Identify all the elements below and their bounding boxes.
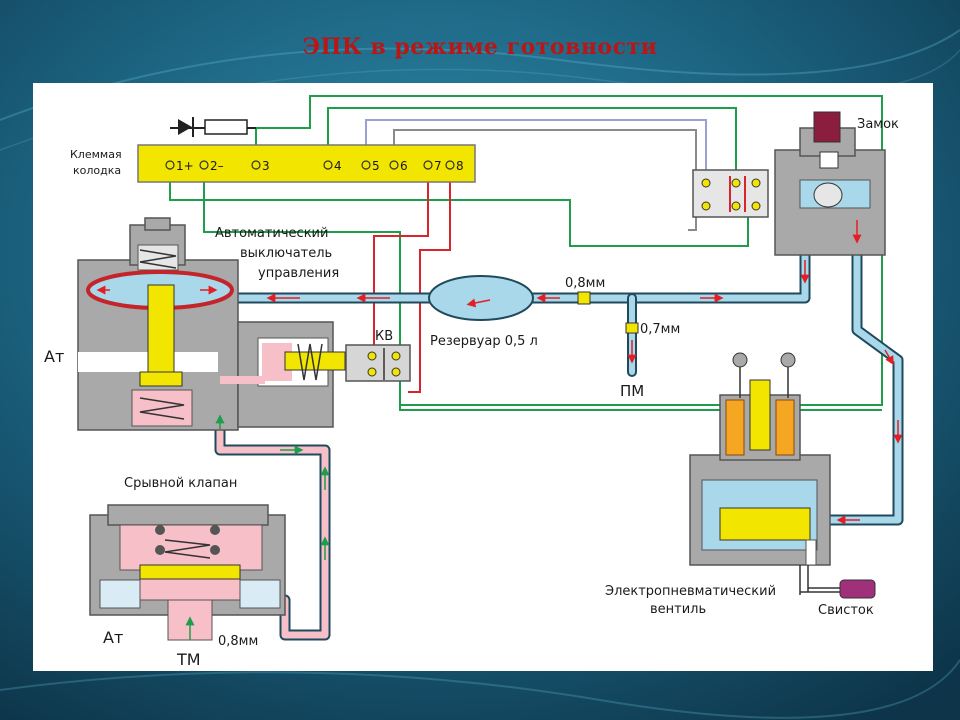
terminal-screw [165, 160, 175, 170]
terminal-label: 1+ [176, 159, 194, 173]
terminal-label: 4 [334, 159, 342, 173]
breakdown-valve [89, 504, 286, 641]
ep-valve [689, 352, 840, 595]
label-orifice-08-bottom: 0,8мм [218, 634, 258, 649]
label-tm: ТМ [176, 650, 201, 669]
flow-arrows [96, 220, 903, 525]
label-pm: ПМ [620, 382, 644, 400]
label-auto-switch-1: Автоматический [215, 226, 328, 241]
terminal-screw [423, 160, 433, 170]
terminal-label: 2– [210, 159, 224, 173]
label-ep-valve-2: вентиль [650, 602, 706, 617]
terminal-screw [389, 160, 399, 170]
orifice-08 [577, 291, 591, 305]
terminal-label: 6 [400, 159, 408, 173]
whistle [839, 579, 876, 599]
terminal-3: 3 [251, 159, 270, 173]
label-ep-valve-1: Электропневматический [605, 584, 776, 599]
wire-lilac-5 [365, 119, 707, 184]
wire-green-1 [169, 165, 749, 247]
terminal-screw [323, 160, 333, 170]
label-lock: Замок [857, 117, 899, 132]
diode [178, 117, 248, 137]
orifice-07 [625, 322, 639, 334]
diagram-labels: Клеммая колодка Замок Автоматический вык… [44, 117, 899, 669]
terminal-1: 1+ [165, 159, 194, 173]
wire-red-8 [408, 165, 451, 393]
terminal-block [137, 144, 476, 183]
terminal-screw [445, 160, 455, 170]
wire-green-4 [327, 107, 737, 188]
terminal-7: 7 [423, 159, 442, 173]
terminal-8: 8 [445, 159, 464, 173]
terminal-4: 4 [323, 159, 342, 173]
reservoir [428, 275, 534, 321]
wire-green-kv [203, 165, 882, 411]
label-atm-upper: Ат [44, 347, 64, 366]
label-whistle: Свисток [818, 603, 874, 618]
label-auto-switch-2: выключатель [240, 246, 332, 261]
pipe-right-fill [808, 191, 902, 524]
terminal-2: 2– [199, 159, 224, 173]
terminal-screw [251, 160, 261, 170]
terminal-6: 6 [389, 159, 408, 173]
terminal-5: 5 [361, 159, 380, 173]
label-terminal-block-1: Клеммая [70, 148, 122, 161]
exhaust-arrows [185, 414, 330, 640]
kv-switch [345, 344, 411, 382]
label-atm-lower: Ат [103, 628, 123, 647]
label-reservoir: Резервуар 0,5 л [430, 334, 538, 349]
wire-group [169, 95, 883, 411]
label-orifice-08-top: 0,8мм [565, 276, 605, 291]
wire-gray-6 [393, 129, 697, 231]
label-kv: КВ [375, 329, 393, 344]
wire-green-3 [255, 95, 883, 406]
label-orifice-07: 0,7мм [640, 322, 680, 337]
terminal-label: 3 [262, 159, 270, 173]
lock-assembly [692, 111, 886, 256]
label-terminal-block-2: колодка [73, 164, 121, 177]
terminal-screw [361, 160, 371, 170]
terminal-label: 5 [372, 159, 380, 173]
label-breakdown-valve: Срывной клапан [124, 476, 237, 491]
terminal-label: 7 [434, 159, 442, 173]
terminal-label: 8 [456, 159, 464, 173]
label-auto-switch-3: управления [258, 266, 339, 281]
terminal-screw [199, 160, 209, 170]
slide-title: ЭПК в режиме готовности [302, 34, 658, 60]
